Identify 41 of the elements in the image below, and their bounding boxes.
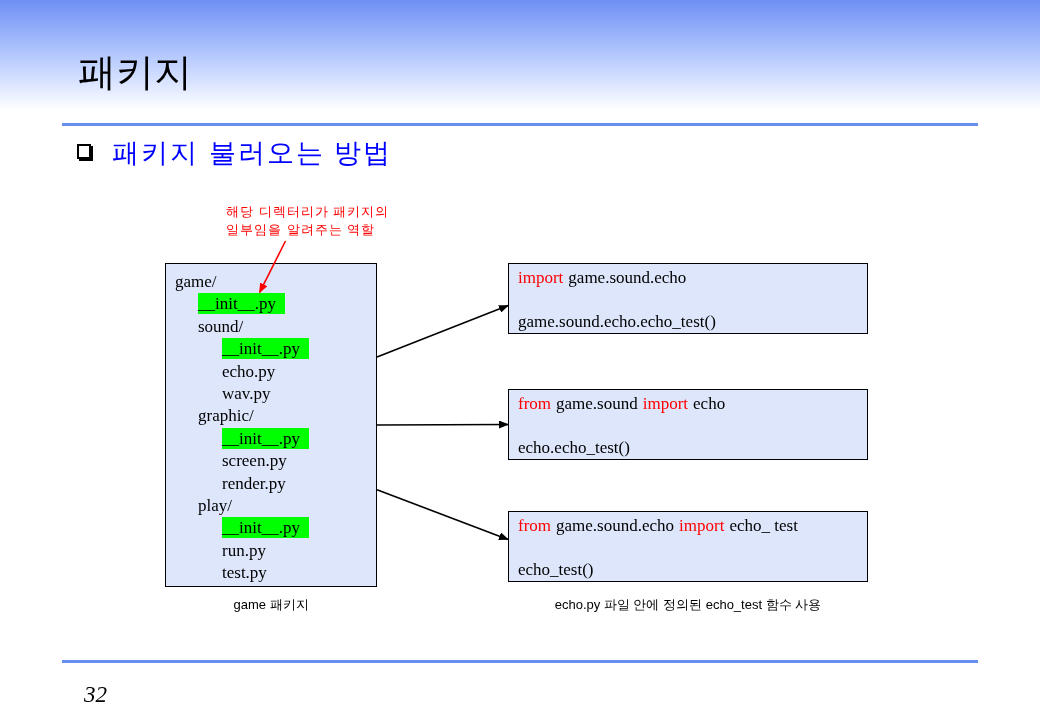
code-box [508, 263, 868, 334]
highlighted-file: __init__.py [222, 338, 309, 360]
section-heading: 패키지 불러오는 방법 [112, 137, 392, 170]
page-number: 32 [84, 681, 107, 709]
code-box [508, 511, 868, 582]
tree-entry: screen.py [222, 450, 287, 472]
node-label: echo.py 파일 안에 정의된 echo_test 함수 사용 [553, 596, 823, 614]
code-text: echo_test() [518, 559, 594, 581]
tree-entry: echo.py [222, 360, 276, 382]
tree-entry: sound/ [198, 315, 244, 337]
tree-entry: wav.py [222, 383, 271, 404]
tree-entry: graphic/ [198, 405, 254, 427]
node-label: game 패키지 [232, 596, 310, 614]
highlighted-file: __init__.py [222, 517, 309, 539]
annotation-text: 해당 디렉터리가 패키지의 일부임을 알려주는 역할 [226, 203, 396, 239]
code-text: game.sound.echo [556, 515, 675, 537]
tree-entry: test.py [222, 562, 267, 584]
slide-title: 패키지 [78, 50, 192, 95]
tree-entry: play/ [198, 495, 232, 516]
code-keyword: import [518, 267, 564, 289]
code-keyword: from [518, 515, 552, 537]
tree-entry: run.py [222, 539, 266, 561]
arrow [258, 240, 287, 294]
code-keyword: import [642, 393, 689, 415]
highlighted-file: __init__.py [222, 427, 309, 449]
code-text: echo.echo_test() [518, 437, 630, 459]
directory-tree-panel [165, 263, 377, 587]
code-box [508, 389, 868, 460]
arrow [376, 420, 509, 429]
arrow [376, 489, 509, 541]
tree-entry: render.py [222, 472, 286, 494]
code-text: game.sound.echo.echo_test() [518, 311, 716, 333]
code-text: echo [693, 393, 726, 415]
highlighted-file: __init__.py [198, 293, 285, 315]
arrow [376, 304, 509, 358]
code-text: echo_ test [729, 515, 798, 537]
code-keyword: import [679, 515, 725, 537]
code-text: game.sound.echo [568, 267, 687, 289]
tree-entry: game/ [175, 271, 217, 292]
code-keyword: from [518, 393, 552, 415]
code-text: game.sound [556, 393, 638, 415]
